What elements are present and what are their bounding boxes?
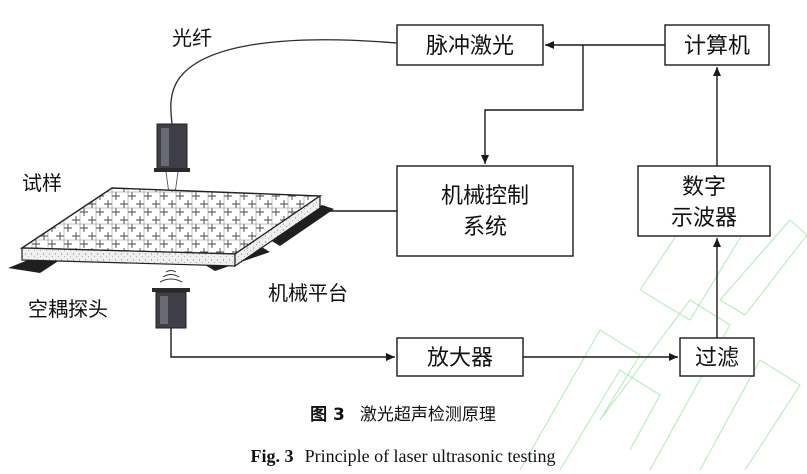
caption-en-prefix: Fig. 3	[250, 446, 293, 466]
filter-box: 过滤	[679, 337, 755, 377]
optical-fiber-line	[170, 39, 398, 125]
mech-platform-label: 机械平台	[268, 281, 348, 305]
air-coupled-probe-label: 空耦探头	[28, 297, 108, 321]
laser-head	[154, 123, 190, 172]
oscilloscope-label-1: 数字	[682, 175, 726, 200]
arrow-probe-to-amplifier	[170, 328, 395, 361]
caption-cn-prefix: 图 3	[310, 405, 345, 425]
computer-box: 计算机	[664, 24, 770, 66]
mech-control-box: 机械控制 系统	[396, 165, 574, 257]
amplifier-box: 放大器	[396, 337, 524, 377]
sample-label: 试样	[22, 171, 62, 195]
mech-control-label-2: 系统	[463, 215, 507, 240]
caption-en-text: Principle of laser ultrasonic testing	[305, 446, 556, 466]
caption-english: Fig. 3 Principle of laser ultrasonic tes…	[250, 446, 555, 466]
arrow-to-mech-control	[481, 45, 584, 164]
oscilloscope-label-2: 示波器	[671, 206, 737, 231]
fiber-label: 光纤	[172, 26, 212, 50]
ultrasonic-wave-icon	[159, 270, 183, 283]
air-coupled-probe	[152, 288, 190, 329]
mech-control-label-1: 机械控制	[441, 184, 529, 209]
sample-plate	[19, 187, 323, 268]
amplifier-label: 放大器	[427, 346, 493, 371]
filter-label: 过滤	[695, 346, 739, 371]
caption-cn-text: 激光超声检测原理	[360, 405, 496, 425]
computer-label: 计算机	[684, 34, 750, 59]
pulse-laser-box: 脉冲激光	[396, 24, 544, 66]
pulse-laser-label: 脉冲激光	[426, 34, 514, 59]
caption-chinese: 图 3 激光超声检测原理	[310, 405, 496, 425]
oscilloscope-box: 数字 示波器	[637, 165, 771, 237]
